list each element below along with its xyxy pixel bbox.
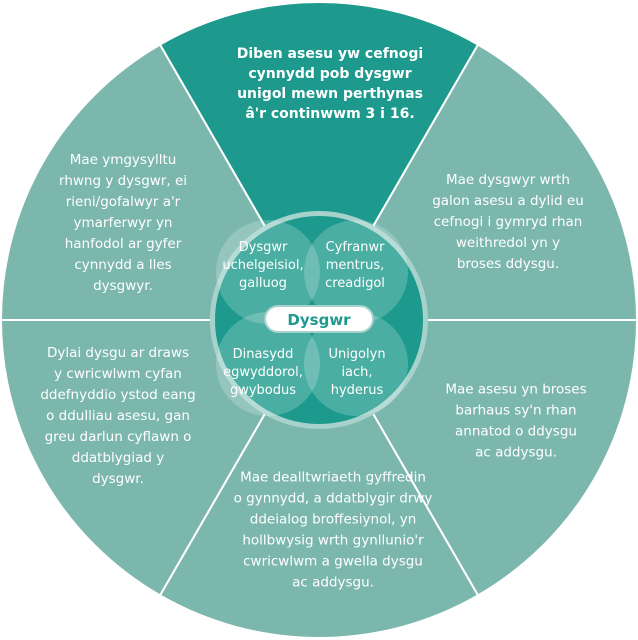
segment-lower-left-line: dysgwr. xyxy=(92,471,144,487)
petal-healthy-individual-line: hyderus xyxy=(331,383,384,398)
petal-enterprising-contributor-line: Cyfranwr xyxy=(326,240,386,255)
segment-upper-left-line: rhwng y dysgwr, ei xyxy=(59,173,187,189)
segment-upper-left-text: Mae ymgysylltu rhwng y dysgwr, ei rieni/go… xyxy=(59,152,187,294)
segment-lower-left-line: y cwricwlwm cyfan xyxy=(54,366,182,382)
segment-bottom-wedge xyxy=(158,318,480,639)
segment-lower-right-line: ac addysgu. xyxy=(475,445,557,461)
petal-ambitious-learner-label: Dysgwr uchelgeisiol, galluog xyxy=(222,240,303,291)
petal-enterprising-contributor-line: mentrus, xyxy=(326,258,385,273)
segment-upper-right-text: Mae dysgwyr wrth galon asesu a dylid eu ce… xyxy=(432,172,584,272)
petal-ethical-citizen-line: egwyddorol, xyxy=(223,365,303,380)
petal-enterprising-contributor xyxy=(304,220,408,324)
segment-bottom-text: Mae dealltwriaeth gyffredin o gynnydd, a … xyxy=(234,470,433,591)
segment-lower-left-line: o ddulliau asesu, gan xyxy=(46,408,190,424)
segment-upper-left-line: cynnydd a lles xyxy=(74,257,171,273)
segment-bottom-line: hollbwysig wrth gynllunio'r xyxy=(242,533,424,549)
segment-top-line: unigol mewn perthynas xyxy=(237,86,423,102)
segment-upper-right-line: broses ddysgu. xyxy=(457,256,559,272)
segment-bottom-line: o gynnydd, a ddatblygir drwy xyxy=(234,491,433,507)
central-hub: Dysgwr uchelgeisiol, galluog Cyfranwr mentru… xyxy=(210,211,428,429)
segment-upper-right-line: weithredol yn y xyxy=(456,235,560,251)
segment-lower-left-line: Dylai dysgu ar draws xyxy=(47,345,189,361)
segment-top-line: Diben asesu yw cefnogi xyxy=(237,46,423,62)
petal-ethical-citizen-line: gwybodus xyxy=(230,383,296,398)
petal-healthy-individual-label: Unigolyn iach, hyderus xyxy=(328,347,385,398)
segment-top-wedge xyxy=(158,1,480,323)
segment-upper-right-line: cefnogi i gymryd rhan xyxy=(434,214,583,230)
segment-upper-right-line: Mae dysgwyr wrth xyxy=(446,172,570,188)
segment-lower-left-line: ddefnyddio ystod eang xyxy=(40,387,195,403)
segment-bottom-line: cwricwlwm a gwella dysgu xyxy=(243,554,423,570)
segment-lower-left-text: Dylai dysgu ar draws y cwricwlwm cyfan dde… xyxy=(40,345,195,487)
petal-ambitious-learner xyxy=(216,220,320,324)
segment-lower-left-line: greu darlun cyflawn o xyxy=(45,429,192,445)
segment-lower-right-line: Mae asesu yn broses xyxy=(445,382,586,398)
segment-top-line: â'r continwwm 3 i 16. xyxy=(245,106,414,122)
segment-lower-right-line: annatod o ddysgu xyxy=(455,424,577,440)
petal-ambitious-learner-line: galluog xyxy=(239,276,287,291)
segment-upper-left-line: rieni/gofalwyr a'r xyxy=(66,194,181,210)
segment-lower-left-line: ddatblygiad y xyxy=(72,450,164,466)
petal-ambitious-learner-line: Dysgwr xyxy=(239,240,288,255)
segment-bottom-line: ac addysgu. xyxy=(292,575,374,591)
segment-bottom-line: Mae dealltwriaeth gyffredin xyxy=(240,470,426,486)
segment-upper-left-line: dysgwyr. xyxy=(93,278,153,294)
petal-ethical-citizen xyxy=(216,312,320,416)
segment-top-text: Diben asesu yw cefnogi cynnydd pob dysgwr… xyxy=(237,46,423,122)
petal-enterprising-contributor-label: Cyfranwr mentrus, creadigol xyxy=(325,240,385,291)
center-pill xyxy=(264,305,374,333)
segment-upper-left-line: ymarferwyr yn xyxy=(74,215,173,231)
petal-healthy-individual-line: iach, xyxy=(341,365,372,380)
segment-bottom-line: ddeialog broffesiynol, yn xyxy=(250,512,417,528)
segment-top-line: cynnydd pob dysgwr xyxy=(248,66,411,82)
segment-lower-right-line: barhaus sy'n rhan xyxy=(455,403,576,419)
petal-healthy-individual xyxy=(304,312,408,416)
segment-upper-left-line: hanfodol ar gyfer xyxy=(65,236,182,252)
segment-upper-left-line: Mae ymgysylltu xyxy=(70,152,177,168)
segment-lower-right-text: Mae asesu yn broses barhaus sy'n rhan anna… xyxy=(445,382,586,461)
center-label: Dysgwr xyxy=(287,311,351,329)
petal-ethical-citizen-line: Dinasydd xyxy=(233,347,294,362)
petal-enterprising-contributor-line: creadigol xyxy=(325,276,385,291)
petal-healthy-individual-line: Unigolyn xyxy=(328,347,385,362)
petal-ethical-citizen-label: Dinasydd egwyddorol, gwybodus xyxy=(223,347,303,398)
petal-ambitious-learner-line: uchelgeisiol, xyxy=(222,258,303,273)
segment-upper-right-line: galon asesu a dylid eu xyxy=(432,193,584,209)
